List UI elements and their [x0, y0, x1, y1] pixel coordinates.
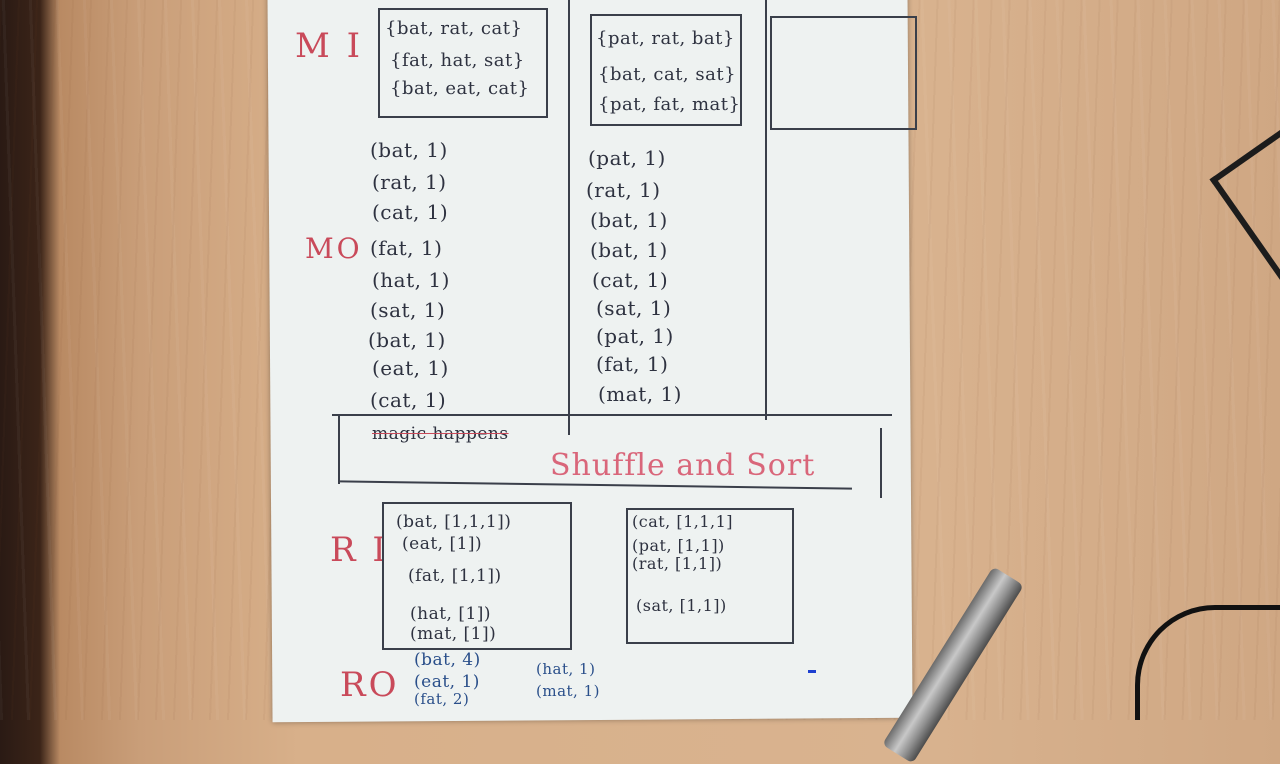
mapper-output-line: (bat, 1) — [590, 238, 668, 262]
reducer-input-box-2 — [626, 508, 794, 644]
mapper-output-line: (hat, 1) — [372, 268, 450, 292]
mapper-output-line: (sat, 1) — [370, 298, 446, 322]
reducer-output-line: (eat, 1) — [414, 672, 480, 692]
black-cable-lower — [1135, 605, 1280, 720]
label-mo: MO — [305, 232, 363, 265]
mapper-output-line: (rat, 1) — [586, 178, 661, 202]
mapper-input-box-1 — [378, 8, 548, 118]
reducer-input-line: (bat, [1,1,1]) — [396, 512, 512, 532]
mapper-output-line: (mat, 1) — [598, 382, 682, 406]
reducer-input-line: (eat, [1]) — [402, 534, 483, 554]
shuffle-and-sort-title: Shuffle and Sort — [550, 448, 816, 483]
reducer-output-line: (fat, 2) — [414, 690, 470, 708]
label-ro: RO — [340, 665, 400, 705]
reducer-input-line: (pat, [1,1]) — [632, 536, 725, 555]
reducer-output-line: (bat, 4) — [414, 650, 481, 670]
column-divider-2 — [765, 0, 767, 420]
mapper-output-line: (cat, 1) — [370, 388, 447, 412]
blue-mark — [808, 670, 816, 673]
reducer-input-line: (fat, [1,1]) — [408, 566, 502, 586]
mapper-input-line: {bat, cat, sat} — [598, 64, 737, 85]
mapper-input-line: {bat, eat, cat} — [390, 78, 530, 99]
label-ri: R I — [330, 530, 389, 570]
mapper-output-line: (sat, 1) — [596, 296, 672, 320]
column-divider-1 — [568, 0, 570, 435]
band-right-line — [880, 428, 882, 498]
mapper-input-line: {bat, rat, cat} — [385, 18, 523, 39]
band-left-line — [338, 416, 340, 484]
crossed-out-note: magic happens — [372, 424, 509, 444]
empty-box — [770, 16, 917, 130]
reducer-input-box-1 — [382, 502, 572, 650]
reducer-input-line: (rat, [1,1]) — [632, 554, 723, 573]
mapper-output-line: (bat, 1) — [370, 138, 448, 162]
mapper-output-line: (eat, 1) — [372, 356, 449, 380]
reducer-output-line: (hat, 1) — [536, 660, 596, 678]
mapper-output-line: (pat, 1) — [588, 146, 666, 170]
label-mi: M I — [295, 26, 364, 66]
mapper-output-line: (cat, 1) — [592, 268, 669, 292]
mapper-input-line: {pat, rat, bat} — [596, 28, 735, 49]
reducer-input-line: (sat, [1,1]) — [636, 596, 727, 615]
band-top-line — [332, 414, 892, 416]
mapper-output-line: (bat, 1) — [368, 328, 446, 352]
reducer-output-line: (mat, 1) — [536, 682, 600, 700]
mapper-output-line: (pat, 1) — [596, 324, 674, 348]
reducer-input-line: (cat, [1,1,1] — [632, 512, 734, 531]
mapper-input-box-2 — [590, 14, 742, 126]
mapper-output-line: (cat, 1) — [372, 200, 449, 224]
mapper-output-line: (rat, 1) — [372, 170, 447, 194]
reducer-input-line: (hat, [1]) — [410, 604, 492, 624]
mapper-output-line: (fat, 1) — [596, 352, 669, 376]
reducer-input-line: (mat, [1]) — [410, 624, 497, 644]
mapper-input-line: {pat, fat, mat} — [598, 94, 741, 115]
mapper-output-line: (bat, 1) — [590, 208, 668, 232]
mapper-input-line: {fat, hat, sat} — [390, 50, 525, 71]
mapper-output-line: (fat, 1) — [370, 236, 443, 260]
